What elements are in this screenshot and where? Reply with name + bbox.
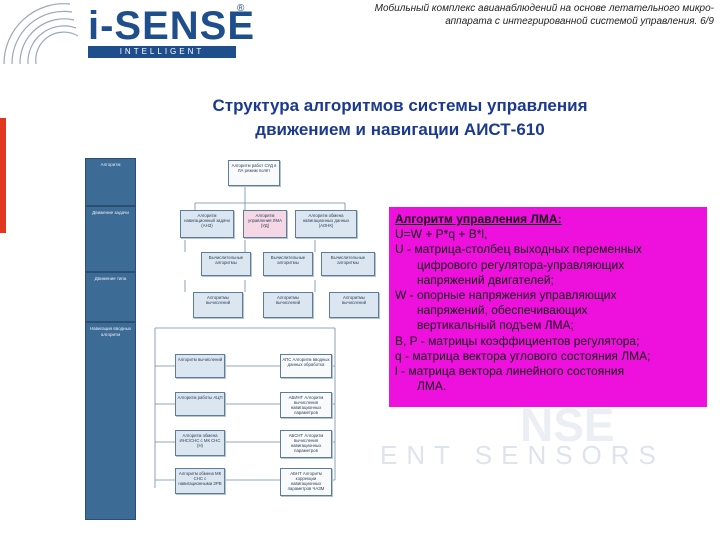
lane-navigation: Навигация вводных алгоритм [85,322,136,520]
textbox-line: ЛМА. [417,379,447,394]
watermark-logo-fragment: NSE [520,399,615,451]
textbox-line: U=W + P*q + B*l, [395,227,488,242]
textbox-line: напряжений двигателей; [417,272,554,287]
header-subtitle: Мобильный комплекс авианаблюдений на осн… [262,2,714,28]
logo-arcs-icon [3,3,79,65]
lane-task-motion: Движение задачи [85,206,136,272]
control-algorithm-textbox: Алгоритм управления ЛМА: U=W + P*q + B*l… [389,207,707,407]
box-base-2: Алгоритмы вычислений [263,292,313,318]
box-right-1: АПС Алгоритм вводных данных обработка [280,354,332,378]
box-control-algorithm: Алгоритм управления ЛМА (УД) [243,210,287,238]
header-subtitle-line2: аппарата с интегрированной системой упра… [445,16,714,27]
textbox-line: B, P - матрицы коэффициентов регулятора; [395,333,640,348]
box-right-3: АБСНТ Алгоритм вычисления навигационных … [280,430,332,458]
registered-mark: ® [237,3,245,14]
textbox-heading: Алгоритм управления ЛМА: [395,212,562,226]
lane-algorithm: Алгоритм [85,158,136,206]
logo-tagline: INTELLIGENT SENSORS [88,46,236,68]
box-calc-2: Вычислительные алгоритмы [263,252,313,276]
textbox-line: l - матрица вектора линейного состояния [395,364,625,379]
textbox-lines: U=W + P*q + B*l,U - матрица-столбец выхо… [395,227,701,394]
box-left-4: Алгоритм обмена МК СНС с навигационными … [175,468,225,494]
box-base-3: Алгоритмы вычислений [329,292,379,318]
box-right-2: АБИНТ Алгоритм вычисления навигационных … [280,392,332,418]
textbox-line: цифрового регулятора-управляющих [417,257,625,272]
box-base-1: Алгоритмы вычислений [193,292,243,318]
box-right-4: АБНТ Алгоритм коррекции навигационных па… [280,468,332,496]
textbox-line: вертикальный подъем ЛМА; [417,318,574,333]
textbox-line: q - матрица вектора углового состояния Л… [395,348,651,363]
watermark-text: ENT SENSORS [380,440,665,470]
box-calc-3: Вычислительные алгоритмы [321,252,375,276]
box-calc-1: Вычислительные алгоритмы [201,252,251,276]
box-navigation-task: Алгоритм навигационный задачи (АНЗ) [180,210,234,238]
algorithm-structure-diagram: Алгоритм Движение задачи Движение типа Н… [85,158,390,520]
box-top-mode: Алгоритм работ СУД в ЛА режим полёт [228,160,280,186]
box-left-1: Алгоритм вычислений [175,354,225,378]
slide-title-line2: движением и навигации АИСТ-610 [255,120,545,139]
box-left-3: Алгоритм обмена ИНС/СНС с МК СНС (Н) [175,430,225,456]
textbox-line: W - опорные напряжения управляющих [395,288,617,303]
slide-title: Структура алгоритмов системы управления … [120,94,680,142]
textbox-line: U - матрица-столбец выходных переменных [395,242,642,257]
header-subtitle-line1: Мобильный комплекс авианаблюдений на осн… [374,3,714,14]
textbox-line: напряжений, обеспечивающих [417,303,588,318]
red-side-marker [0,118,6,233]
slide-title-line1: Структура алгоритмов системы управления [212,96,588,115]
box-left-2: Алгоритм работы АЦП [175,392,225,416]
lane-type-motion: Движение типа [85,272,136,322]
logo-text: i-SENSE [88,4,256,48]
box-data-exchange: Алгоритм обмена навигационных данных (АО… [295,210,357,238]
